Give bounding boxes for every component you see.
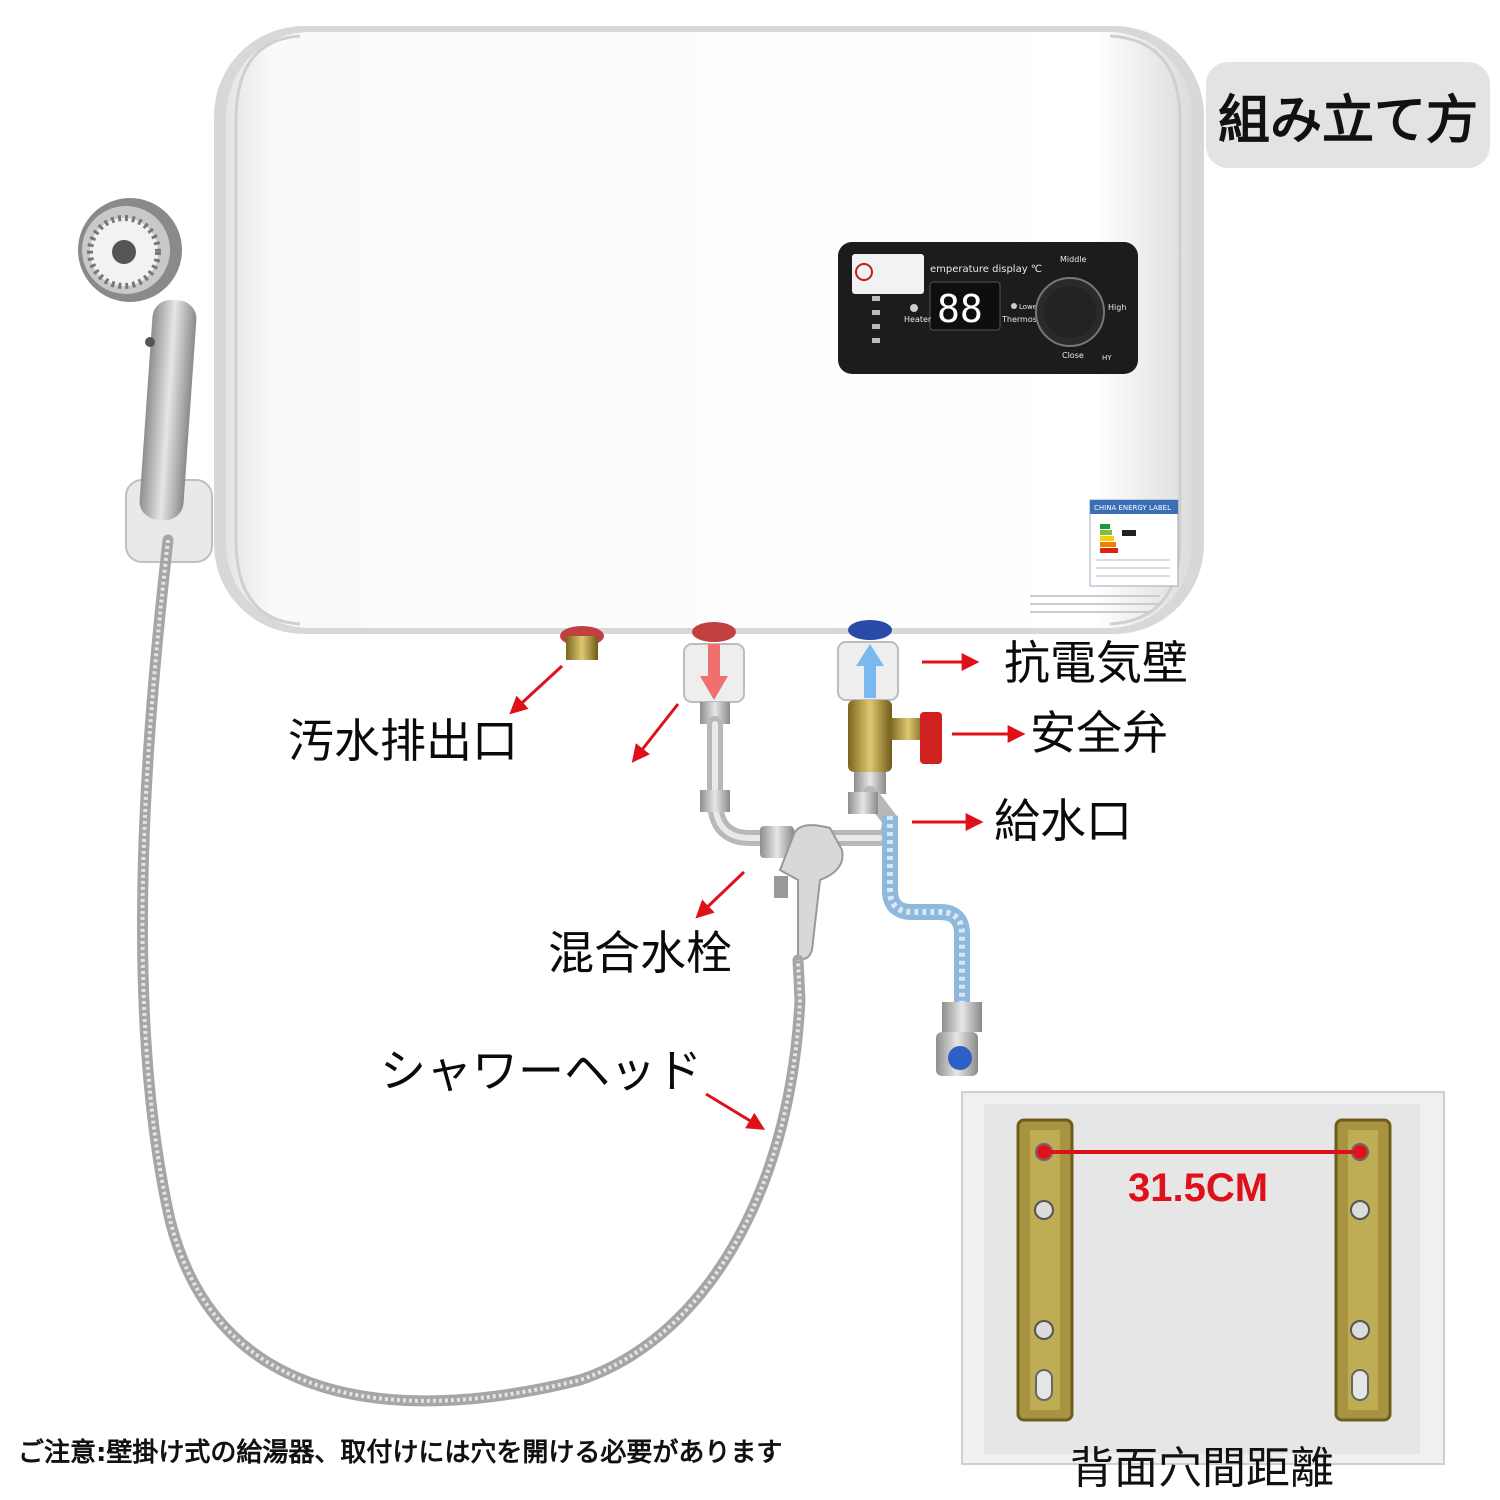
display-label: emperature display ℃ — [930, 264, 1042, 275]
heater-label: Heater — [904, 315, 932, 324]
right-bracket — [1334, 1118, 1392, 1422]
installation-note: ご注意:壁掛け式の給湯器、取付けには穴を開ける必要があります — [18, 1438, 783, 1468]
hot-water-outlet — [683, 622, 745, 724]
mounting-bracket-inset — [961, 1091, 1445, 1465]
warning-icon — [855, 263, 873, 281]
drain-outlet-fitting — [560, 626, 604, 660]
stop-valve-knob-icon — [948, 1046, 972, 1070]
temperature-display — [929, 281, 1001, 331]
label-water-inlet: 給水口 — [994, 794, 1132, 848]
arrow-hot-outlet — [631, 703, 680, 763]
pointer-arrows — [509, 653, 1026, 1130]
warning-sticker — [852, 254, 924, 294]
control-panel: emperature display ℃ 88 Heater Lower The… — [838, 242, 1138, 374]
safety-valve — [848, 700, 942, 794]
hole-distance-value: 31.5CM — [1128, 1166, 1269, 1210]
cold-water-inlet — [837, 620, 899, 701]
knob-close-label: Close — [1062, 351, 1084, 360]
bracket-caption: 背面穴間距離 — [1070, 1443, 1334, 1494]
left-bracket — [1016, 1118, 1074, 1422]
display-digits: 88 — [937, 287, 983, 331]
thermos-label: Thermos (bottle) — [1001, 315, 1069, 324]
shower-head — [78, 198, 213, 563]
label-mixing-faucet: 混合水栓 — [548, 926, 732, 980]
water-supply-hose — [882, 816, 982, 1076]
knob-middle-label: Middle — [1060, 255, 1087, 264]
arrow-mixing-faucet — [695, 870, 746, 919]
right-hole-marker-icon — [1353, 1145, 1367, 1159]
arrow-shower-head — [705, 1092, 766, 1130]
lower-indicator-icon — [1011, 303, 1017, 309]
brand-label: HY — [1102, 354, 1112, 362]
label-safety-valve: 安全弁 — [1030, 706, 1168, 760]
arrow-drain-outlet — [509, 664, 564, 715]
knob-high-label: High — [1108, 303, 1126, 312]
page-title: 組み立て方 — [1206, 62, 1490, 168]
label-shower-head: シャワーヘッド — [380, 1044, 702, 1098]
label-drain-outlet: 汚水排出口 — [288, 714, 518, 768]
lower-label: Lower — [1019, 303, 1040, 311]
energy-label-header: CHINA ENERGY LABEL — [1094, 504, 1171, 512]
hot-flow-arrow-icon — [700, 676, 728, 700]
heater-indicator-icon — [910, 304, 918, 312]
label-anti-shock-wall: 抗電気壁 — [1004, 636, 1188, 690]
left-hole-marker-icon — [1037, 1145, 1051, 1159]
water-heater-tank — [214, 26, 1204, 634]
energy-label: CHINA ENERGY LABEL — [1030, 499, 1179, 613]
cold-flow-arrow-icon — [856, 644, 884, 666]
